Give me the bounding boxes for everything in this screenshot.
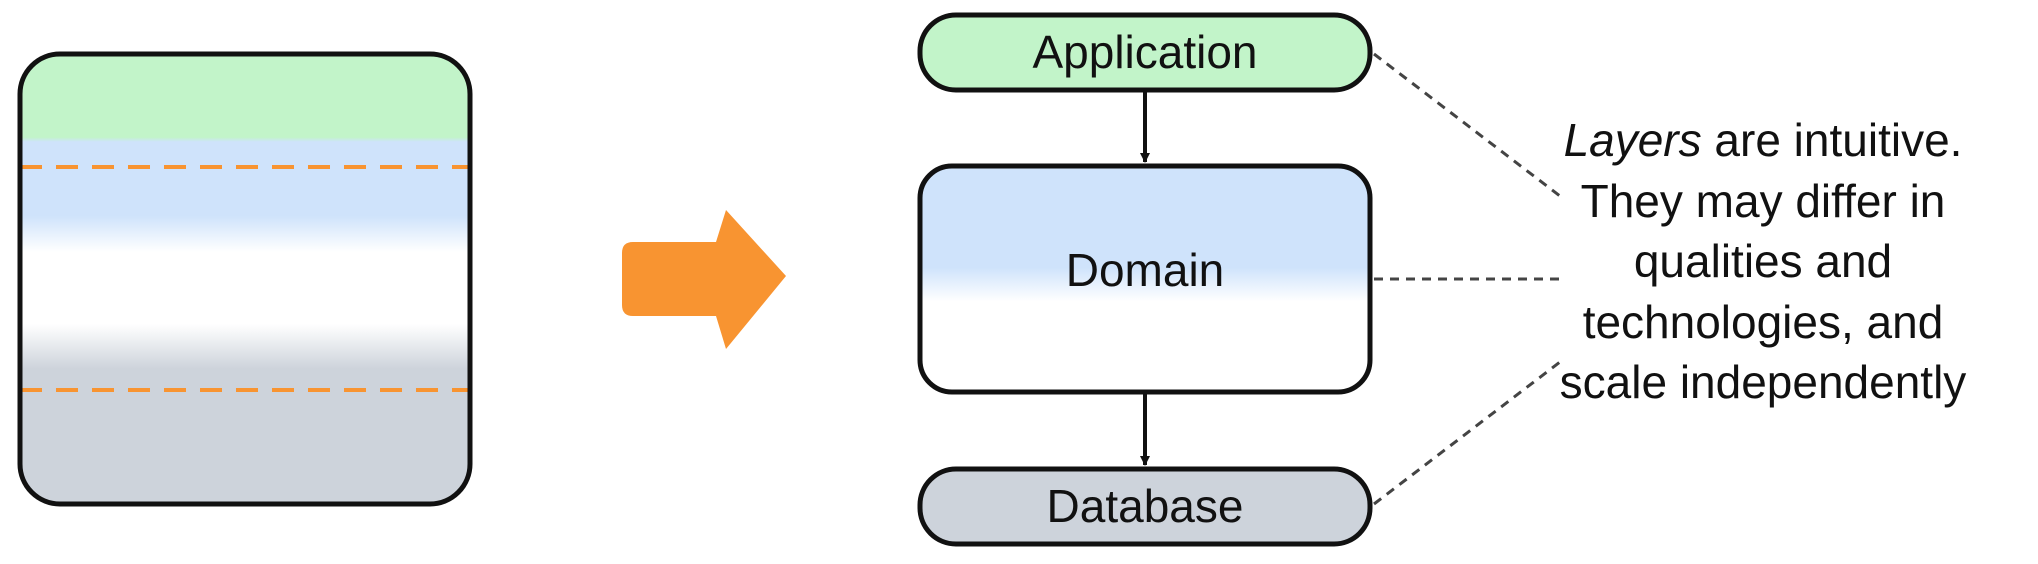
domain-layer-label: Domain bbox=[1066, 244, 1225, 296]
caption-line-2: They may differ in bbox=[1581, 175, 1946, 227]
application-layer-box: Application bbox=[917, 12, 1373, 93]
connector-database bbox=[1373, 360, 1561, 506]
caption-line-4: technologies, and bbox=[1583, 296, 1944, 348]
caption-text: Layers are intuitive. They may differ in… bbox=[1560, 114, 1967, 408]
caption-emphasis: Layers bbox=[1564, 114, 1702, 166]
database-layer-label: Database bbox=[1047, 480, 1244, 532]
caption-line-5: scale independently bbox=[1560, 356, 1967, 408]
application-layer-label: Application bbox=[1032, 26, 1257, 78]
caption-line-1: Layers are intuitive. bbox=[1564, 114, 1963, 166]
right-arrow-icon bbox=[622, 210, 786, 349]
domain-layer-box: Domain bbox=[917, 163, 1373, 395]
monolith-block bbox=[17, 51, 473, 507]
caption-line-3: qualities and bbox=[1634, 235, 1892, 287]
caption-line-1-rest: are intuitive. bbox=[1702, 114, 1963, 166]
connector-application bbox=[1373, 52, 1561, 198]
database-layer-box: Database bbox=[917, 466, 1373, 547]
